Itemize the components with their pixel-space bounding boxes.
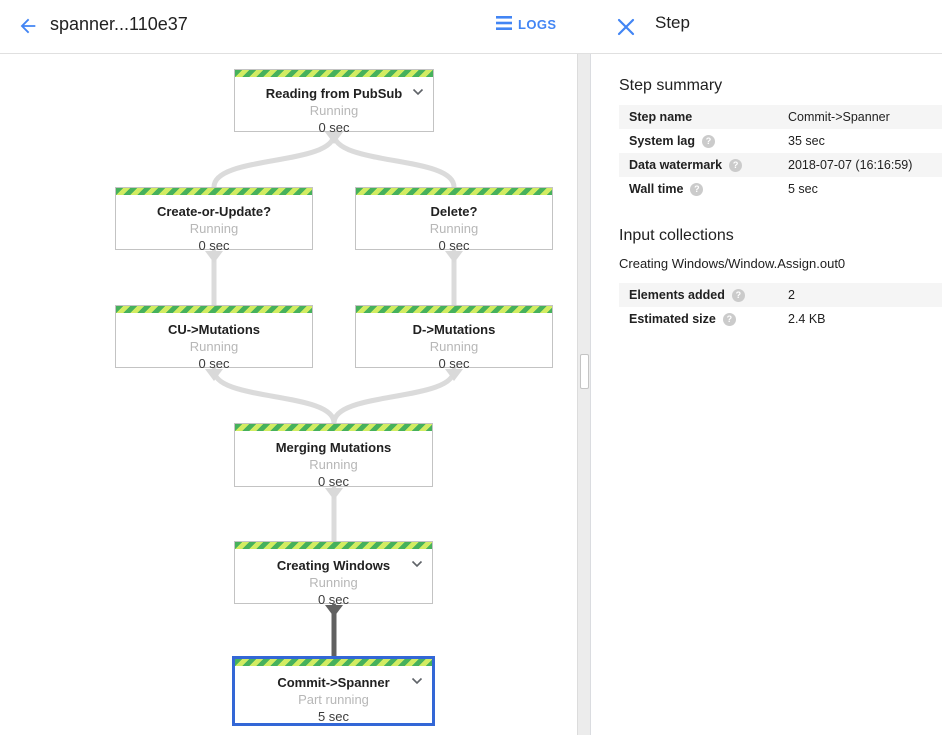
running-stripe [116,188,312,195]
graph-scrollbar-thumb[interactable] [580,354,589,389]
running-stripe [116,306,312,313]
pipeline-graph[interactable]: Reading from PubSub Running 0 sec Create… [0,54,577,735]
running-stripe [235,659,432,666]
row-label: Step name [629,110,693,124]
top-bar: spanner...110e37 LOGS Step [0,0,942,54]
node-status: Running [429,221,479,236]
node-status: Part running [298,692,369,707]
node-time: 5 sec [317,709,350,724]
row-label: Estimated size? [629,312,788,326]
row-value: 35 sec [788,134,825,148]
logs-button-label: LOGS [518,17,557,32]
row-value: 2018-07-07 (16:16:59) [788,158,913,172]
running-stripe [356,188,552,195]
chevron-down-icon[interactable] [411,672,423,690]
node-time: 0 sec [317,474,350,489]
help-icon[interactable]: ? [690,182,704,196]
row-value: 5 sec [788,182,818,196]
collection-name: Creating Windows/Window.Assign.out0 [619,256,846,271]
collection-row-elements-added: Elements added? 2 [619,283,942,307]
node-title: Commit->Spanner [277,675,390,690]
node-title: Creating Windows [276,558,391,573]
graph-node-commit-spanner[interactable]: Commit->Spanner Part running 5 sec [232,656,435,726]
step-summary-table: Step name Commit->Spanner System lag? 35… [619,105,942,201]
help-icon[interactable]: ? [731,288,745,302]
node-status: Running [309,457,358,472]
summary-row-data-watermark: Data watermark? 2018-07-07 (16:16:59) [619,153,942,177]
panel-title: Step [655,13,690,32]
chevron-down-icon[interactable] [412,83,424,101]
summary-row-wall-time: Wall time? 5 sec [619,177,942,201]
node-title: Reading from PubSub [265,86,403,101]
node-status: Running [309,575,358,590]
row-label: System lag? [629,134,788,148]
close-panel-button[interactable] [613,15,639,41]
logs-button[interactable]: LOGS [496,16,556,33]
logs-list-icon [496,16,512,33]
summary-row-system-lag: System lag? 35 sec [619,129,942,153]
back-button[interactable] [14,13,42,41]
graph-node-d-mutations[interactable]: D->Mutations Running 0 sec [355,305,553,371]
row-label: Elements added? [629,288,788,302]
running-stripe [235,542,432,549]
node-time: 0 sec [198,238,230,253]
step-details-panel: Step summary Step name Commit->Spanner S… [590,54,942,735]
row-label: Data watermark? [629,158,788,172]
running-stripe [356,306,552,313]
job-title: spanner...110e37 [50,14,188,34]
node-title: CU->Mutations [167,322,261,337]
input-collections-section: Input collections Creating Windows/Windo… [619,227,942,331]
collection-row-estimated-size: Estimated size? 2.4 KB [619,307,942,331]
node-time: 0 sec [317,592,350,607]
node-status: Running [429,339,479,354]
node-title: D->Mutations [412,322,496,337]
running-stripe [235,70,433,77]
graph-node-delete[interactable]: Delete? Running 0 sec [355,187,553,253]
node-title: Create-or-Update? [156,204,272,219]
close-icon [617,18,635,39]
step-summary-title: Step summary [619,77,723,94]
running-stripe [235,424,432,431]
node-time: 0 sec [438,356,470,371]
node-time: 0 sec [438,238,470,253]
node-title: Delete? [430,204,478,219]
chevron-down-icon[interactable] [411,555,423,573]
input-collections-title: Input collections [619,227,734,244]
graph-edges [205,131,463,659]
graph-node-merging-mutations[interactable]: Merging Mutations Running 0 sec [234,423,433,489]
row-value: Commit->Spanner [788,110,890,124]
node-time: 0 sec [318,120,350,135]
help-icon[interactable]: ? [702,134,716,148]
node-status: Running [309,103,359,118]
summary-row-step-name: Step name Commit->Spanner [619,105,942,129]
graph-node-create-or-update[interactable]: Create-or-Update? Running 0 sec [115,187,313,253]
row-value: 2 [788,288,795,302]
help-icon[interactable]: ? [729,158,743,172]
back-arrow-icon [17,18,39,40]
row-value: 2.4 KB [788,312,826,326]
row-label: Wall time? [629,182,788,196]
graph-node-creating-windows[interactable]: Creating Windows Running 0 sec [234,541,433,607]
input-collections-table: Elements added? 2 Estimated size? 2.4 KB [619,283,942,331]
graph-scrollbar-track[interactable] [577,54,590,735]
graph-node-cu-mutations[interactable]: CU->Mutations Running 0 sec [115,305,313,371]
node-title: Merging Mutations [275,440,392,455]
node-status: Running [189,221,239,236]
node-status: Running [189,339,239,354]
node-time: 0 sec [198,356,230,371]
help-icon[interactable]: ? [722,312,736,326]
graph-node-reading-from-pubsub[interactable]: Reading from PubSub Running 0 sec [234,69,434,135]
